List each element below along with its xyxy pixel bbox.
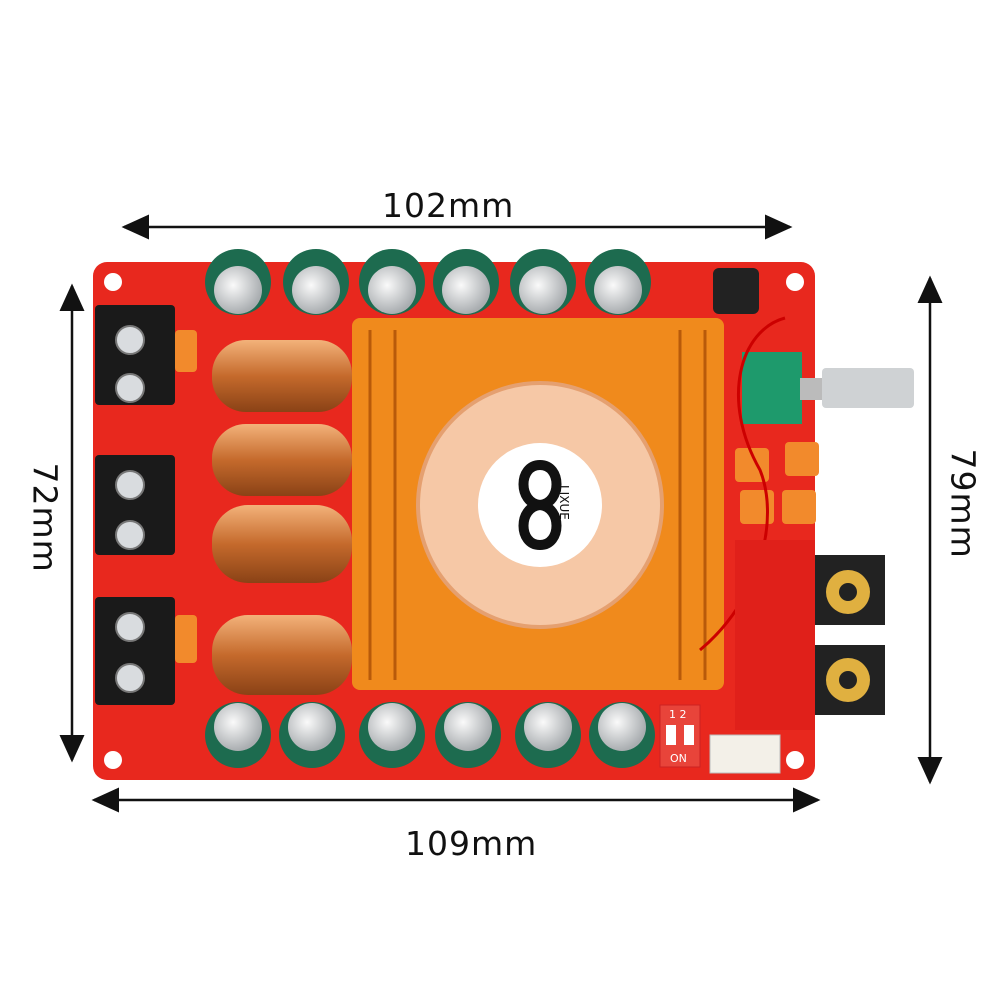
dimension-right-height: 79mm bbox=[943, 448, 983, 559]
fan-logo-text: LIXUE bbox=[557, 485, 571, 520]
dimension-left-height: 72mm bbox=[25, 462, 65, 573]
smd-inductor bbox=[713, 268, 759, 314]
dimension-top-width: 102mm bbox=[382, 186, 515, 225]
dip-switch-on-label: ON bbox=[670, 752, 687, 765]
screw-terminals bbox=[95, 305, 175, 705]
capacitors bbox=[205, 249, 655, 768]
dimension-bottom-width: 109mm bbox=[405, 824, 538, 863]
dimension-arrows bbox=[59, 214, 943, 813]
inductor-coils bbox=[212, 340, 352, 695]
dip-switch-numbers: 1 2 bbox=[669, 708, 687, 721]
jst-connector bbox=[709, 734, 781, 774]
rca-inputs bbox=[735, 540, 885, 730]
dip-switch: 1 2 ON bbox=[659, 704, 701, 768]
volume-potentiometer bbox=[742, 352, 914, 424]
cooling-fan bbox=[416, 381, 664, 629]
